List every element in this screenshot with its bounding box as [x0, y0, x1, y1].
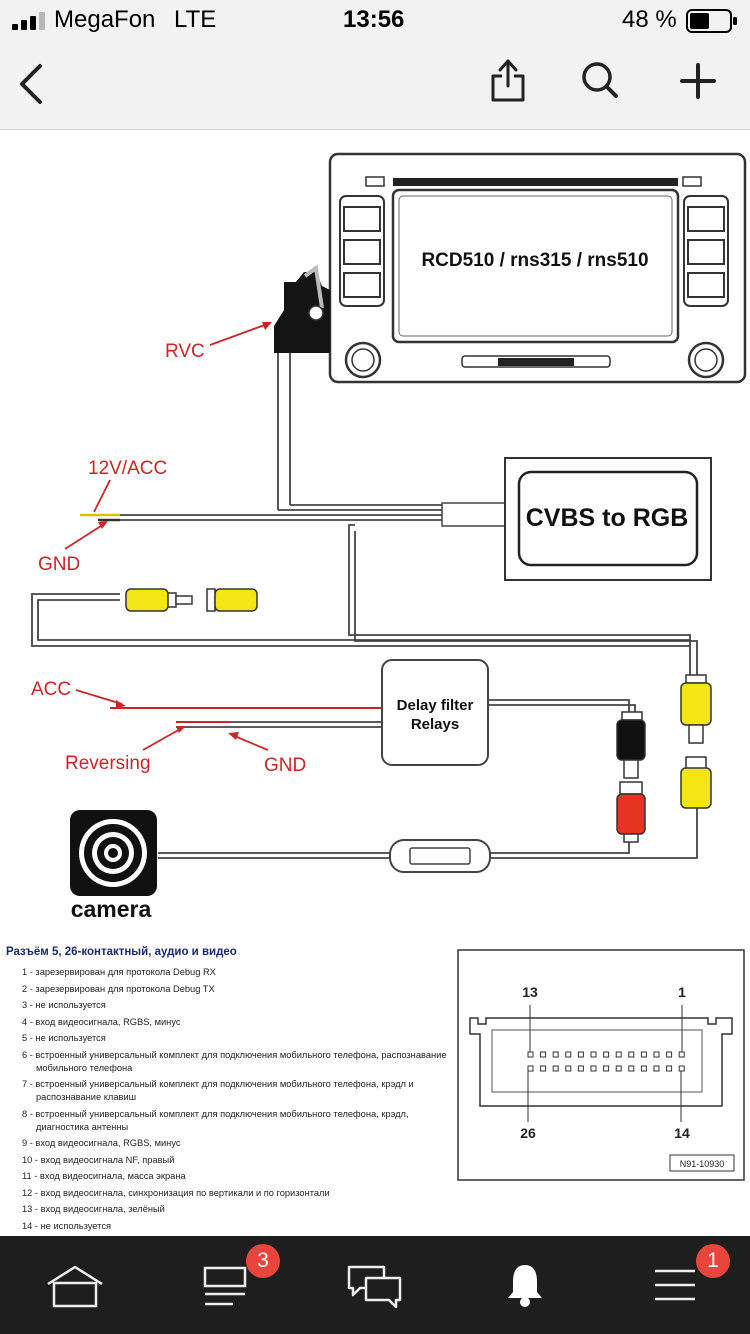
head-unit-model-label: RCD510 / rns315 / rns510 — [421, 250, 648, 271]
camera-icon: camera — [70, 810, 157, 922]
connector-pin — [628, 1051, 635, 1058]
pin-item: 7 - встроенный универсальный комплект дл… — [22, 1079, 414, 1102]
connector-pin — [653, 1065, 660, 1072]
pin-item: 12 - вход видеосигнала, синхронизация по… — [22, 1187, 330, 1198]
connector-pin — [615, 1051, 622, 1058]
wires — [31, 353, 698, 859]
acc-label: ACC — [31, 679, 71, 700]
tab-feed[interactable]: 3 — [150, 1236, 300, 1334]
head-unit: RCD510 / rns315 / rns510 — [328, 152, 747, 384]
connector-diagram: 13 1 26 14 N91-10930 — [457, 949, 745, 1181]
rca-yellow-plug-pair — [125, 588, 258, 612]
share-button[interactable] — [488, 56, 528, 104]
connector-pin — [540, 1065, 547, 1072]
pin-label-14: 14 — [674, 1125, 690, 1141]
tab-home[interactable] — [0, 1236, 150, 1334]
bell-icon — [508, 1265, 542, 1307]
clock: 13:56 — [343, 6, 405, 33]
connector-pin — [628, 1065, 635, 1072]
carrier-name: MegaFon — [54, 6, 156, 33]
battery-percent: 48 % — [622, 6, 677, 33]
feed-icon — [203, 1266, 247, 1306]
menu-badge: 1 — [696, 1244, 730, 1278]
connector-pin — [678, 1051, 685, 1058]
bottom-tab-bar: 3 1 — [0, 1236, 750, 1334]
relay-label-line1: Delay filter — [397, 697, 474, 714]
article-image: RCD510 / rns315 / rns510 — [0, 130, 750, 1236]
pin-item: 6 - встроенный универсальный комплект дл… — [22, 1049, 447, 1073]
inline-filter — [389, 839, 491, 873]
annotations: RVC 12V/ACC GND ACC Reversing GND — [31, 322, 306, 776]
rvc-connector — [274, 264, 330, 353]
connector-pin — [527, 1065, 534, 1072]
part-number: N91-10930 — [680, 1159, 725, 1169]
power-label: 12V/ACC — [88, 458, 167, 479]
connector-pin — [640, 1065, 647, 1072]
pin-item: 10 - вход видеосигнала NF, правый — [22, 1154, 175, 1165]
camera-label: camera — [71, 896, 152, 922]
connector-pin — [590, 1051, 597, 1058]
home-icon — [47, 1265, 103, 1308]
add-button[interactable] — [679, 62, 717, 100]
connector-pin — [603, 1051, 610, 1058]
connector-pin — [653, 1051, 660, 1058]
pin-item: 1 - зарезервирован для протокола Debug R… — [22, 967, 216, 977]
connector-title: Разъём 5, 26-контактный, аудио и видео — [6, 946, 237, 958]
chat-icon — [347, 1265, 402, 1309]
pin-item: 11 - вход видеосигнала, масса экрана — [22, 1171, 186, 1181]
pin-item: 4 - вход видеосигнала, RGBS, минус — [22, 1016, 181, 1027]
connector-pin — [678, 1065, 685, 1072]
connector-pin — [552, 1051, 559, 1058]
connector-pin — [540, 1051, 547, 1058]
pin-item: 2 - зарезервирован для протокола Debug T… — [22, 983, 215, 994]
pin-item: 5 - не используется — [22, 1033, 106, 1043]
search-button[interactable] — [580, 60, 620, 100]
gnd-label-top: GND — [38, 554, 80, 575]
connector-pin — [666, 1065, 673, 1072]
signal-icon — [12, 12, 45, 30]
gnd-label-bottom: GND — [264, 755, 306, 776]
converter-label: CVBS to RGB — [526, 504, 689, 532]
delay-filter-relay-box: Delay filter Relays — [381, 659, 489, 766]
relay-label-line2: Relays — [411, 716, 459, 733]
pin-item: 14 - не используется — [22, 1220, 112, 1231]
tab-menu[interactable]: 1 — [600, 1236, 750, 1334]
rca-yellow-stack — [680, 674, 712, 809]
connector-pin — [666, 1051, 673, 1058]
reversing-label: Reversing — [65, 753, 151, 774]
tab-messages[interactable] — [300, 1236, 450, 1334]
pin-label-26: 26 — [520, 1125, 536, 1141]
network-type: LTE — [174, 6, 217, 33]
connector-pin — [615, 1065, 622, 1072]
connector-pin — [640, 1051, 647, 1058]
status-bar: MegaFon LTE 13:56 48 % — [0, 0, 750, 40]
connector-pin — [565, 1051, 572, 1058]
pin-label-13: 13 — [522, 984, 538, 1000]
feed-badge: 3 — [246, 1244, 280, 1278]
connector-pin — [590, 1065, 597, 1072]
connector-pin — [577, 1065, 584, 1072]
pin-item: 9 - вход видеосигнала, RGBS, минус — [22, 1138, 181, 1148]
pin-item: 3 - не используется — [22, 1000, 106, 1010]
battery-icon — [686, 9, 737, 33]
tab-notifications[interactable] — [450, 1236, 600, 1334]
rvc-label: RVC — [165, 341, 205, 362]
connector-pin — [552, 1065, 559, 1072]
rca-black-red-connector — [616, 711, 646, 843]
pin-label-1: 1 — [678, 984, 686, 1000]
connector-pin-list: Разъём 5, 26-контактный, аудио и видео 1… — [4, 946, 454, 1236]
cvbs-to-rgb-converter: CVBS to RGB — [504, 457, 712, 581]
menu-icon — [655, 1269, 695, 1301]
back-button[interactable] — [14, 62, 46, 106]
connector-pin — [603, 1065, 610, 1072]
connector-pin — [565, 1065, 572, 1072]
wiring-diagram: RCD510 / rns315 / rns510 — [31, 152, 747, 1181]
connector-pin — [577, 1051, 584, 1058]
connector-pin — [527, 1051, 534, 1058]
navigation-bar — [0, 40, 750, 130]
pin-grid — [527, 1051, 685, 1072]
pin-item: 13 - вход видеосигнала, зелёный — [22, 1204, 165, 1214]
pin-item: 8 - встроенный универсальный комплект дл… — [22, 1108, 409, 1132]
